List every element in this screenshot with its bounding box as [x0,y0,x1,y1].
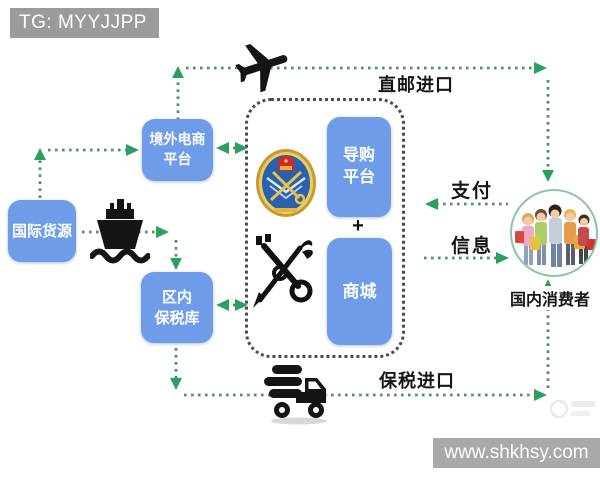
label-information: 信息 [451,236,494,257]
customs-key-caduceus-icon [250,234,316,310]
node-label-line1: 境外电商 [149,131,206,148]
node-international-source: 国际货源 [8,200,76,262]
tg-watermark-banner: TG: MYYJJPP [10,8,159,38]
node-label: 商城 [342,281,377,301]
plus-connector: + [352,214,364,237]
customs-zone-container [245,98,405,358]
photo-watermark-logo [548,392,598,426]
node-label-line2: 平台 [342,169,375,186]
node-label-line1: 导购 [342,146,375,164]
consumers-photo [508,187,600,279]
node-mall: 商城 [327,238,392,345]
site-url-watermark: www.shkhsy.com [433,438,600,468]
node-overseas-ecommerce-platform: 境外电商 平台 [142,119,213,181]
node-label-line2: 保税库 [154,309,200,327]
truck-icon [260,362,338,426]
label-direct-mail-import: 直邮进口 [378,75,454,95]
airplane-icon [228,36,304,98]
node-label-line1: 区内 [161,288,192,306]
label-payment: 支付 [451,181,494,202]
node-bonded-warehouse: 区内 保税库 [141,272,213,343]
customs-emblem-icon [255,148,317,218]
node-label-line2: 平台 [163,151,192,167]
node-shopping-guide-platform: 导购 平台 [327,117,391,217]
node-label: 国际货源 [11,222,72,240]
label-bonded-import: 保税进口 [379,371,455,391]
ship-icon [89,197,151,269]
label-domestic-consumers: 国内消费者 [508,286,593,310]
